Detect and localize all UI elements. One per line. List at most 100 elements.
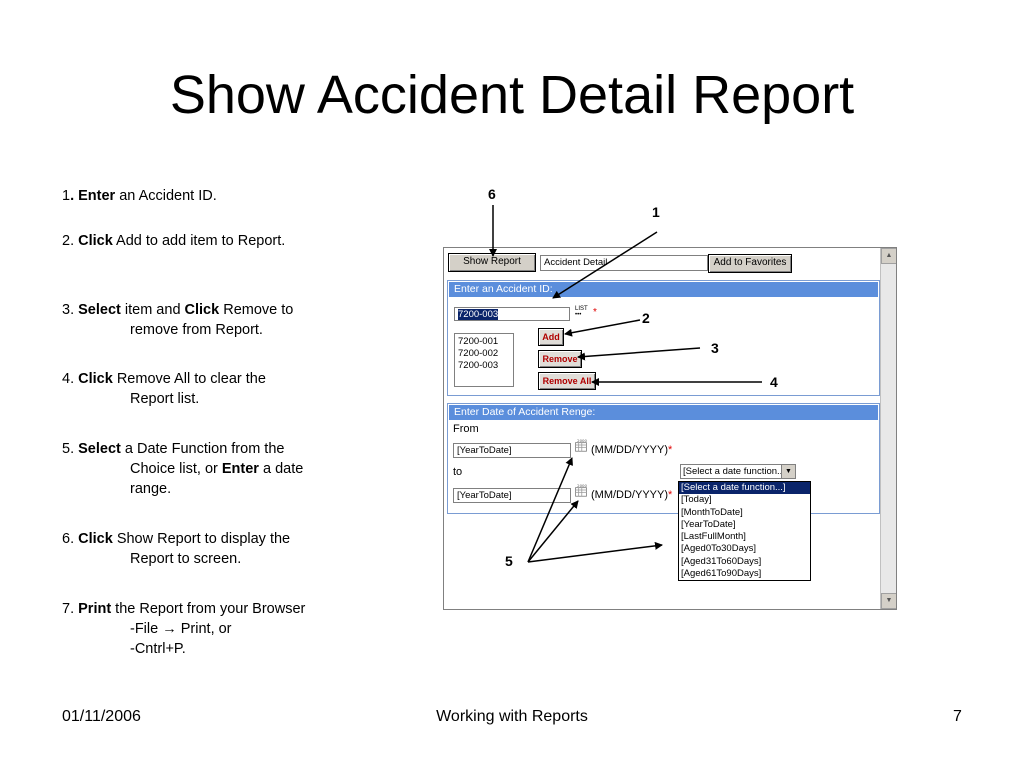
date-format-hint: (MM/DD/YYYY)* [591,489,672,501]
step-3: 3. Select item and Click Remove to remov… [62,300,362,340]
callout-1: 1 [652,204,660,220]
callout-2: 2 [642,310,650,326]
step-action: Click [184,302,220,318]
date-range-section: Enter Date of Accident Renge: From [Year… [447,403,880,514]
arrow-5a [527,457,573,563]
to-date-input[interactable]: [YearToDate] [453,488,571,503]
step-action: Select [78,302,121,318]
step-number: 5. [62,441,79,457]
step-text: Show Report to display the [112,531,291,547]
option-item[interactable]: [Aged0To30Days] [681,543,756,555]
option-item[interactable]: [Today] [681,494,712,506]
required-mark: * [668,444,673,456]
option-item[interactable]: [Aged61To90Days] [681,568,762,580]
chevron-down-icon[interactable]: ▼ [781,465,795,478]
report-name-field[interactable]: Accident Detail [540,255,708,271]
callout-6: 6 [488,186,496,202]
arrow-5c [527,541,663,563]
scroll-up-icon[interactable]: ▲ [881,248,896,264]
callout-3: 3 [711,340,719,356]
step-continuation: -Cntrl+P. [130,641,186,657]
date-format-text: (MM/DD/YYYY) [591,489,668,501]
report-items-list[interactable]: 7200-001 7200-002 7200-003 [454,333,514,387]
step-action: Click [78,233,113,249]
accident-id-input[interactable]: 7200-003 [454,307,570,321]
list-icon[interactable]: LIST••• [575,306,588,318]
step-continuation: remove from Report. [130,322,263,338]
scroll-down-icon[interactable]: ▼ [881,593,896,609]
step-text: Choice list, or [130,461,222,477]
step-text: item and [120,302,185,318]
arrow-3 [577,347,701,361]
arrow-5b [527,500,579,563]
step-continuation: Choice list, or Enter a date [62,459,362,479]
step-number: 3. [62,302,79,318]
step-2: 2. Click Add to add item to Report. [62,231,362,251]
step-text: Remove to [219,302,294,318]
step-action: Click [78,371,113,387]
vertical-scrollbar[interactable]: ▲ ▼ [880,248,896,609]
remove-button[interactable]: Remove [538,350,582,368]
footer-date: 01/11/2006 [62,708,141,725]
report-toolbar: Show Report Accident Detail Add to Favor… [444,248,879,278]
option-item[interactable]: [LastFullMonth] [681,531,746,543]
step-number: 7. [62,601,79,617]
step-number: 4. [62,371,79,387]
required-mark: * [593,307,597,318]
accident-id-section: Enter an Accident ID: 7200-003 LIST••• *… [447,280,880,396]
option-item[interactable]: [YearToDate] [681,518,736,530]
from-label: From [453,423,479,435]
add-to-favorites-button[interactable]: Add to Favorites [708,254,792,273]
step-number: 6. [62,531,79,547]
step-4: 4. Click Remove All to clear the Report … [62,369,362,409]
step-continuation: Report list. [130,391,200,407]
step-5: 5. Select a Date Function from the Choic… [62,439,362,499]
report-screenshot: Show Report Accident Detail Add to Favor… [443,247,897,610]
date-function-options[interactable]: [Select a date function...] [Today] [Mon… [678,481,811,581]
date-format-hint: (MM/DD/YYYY)* [591,444,672,456]
footer-title: Working with Reports [436,708,588,725]
step-continuation: range. [130,481,172,497]
calendar-year: 2000 [577,438,587,443]
slide-title: Show Accident Detail Report [169,65,855,125]
step-1: 1. Enter an Accident ID. [62,186,362,206]
list-item[interactable]: 7200-002 [458,348,499,359]
calendar-icon[interactable]: 2000 [573,438,589,452]
step-text: an Accident ID. [115,188,217,204]
step-action: Enter [221,461,259,477]
step-text: Add to add item to Report. [112,233,286,249]
step-number: 1 [62,188,71,204]
date-function-select[interactable]: [Select a date function...]▼ [680,464,796,479]
option-item[interactable]: [Aged31To60Days] [681,555,762,567]
step-text: a date [258,461,304,477]
page-number: 7 [953,708,962,725]
arrow-2 [564,319,641,337]
step-7: 7. Print the Report from your Browser -F… [62,599,362,659]
step-text: Remove All to clear the [112,371,266,387]
to-label: to [453,466,463,478]
date-format-text: (MM/DD/YYYY) [591,444,668,456]
step-text: the Report from your Browser [111,601,306,617]
arrow-1 [552,231,658,299]
step-action: . Enter [70,188,116,204]
list-item[interactable]: 7200-001 [458,336,499,347]
calendar-icon[interactable]: 2000 [573,483,589,497]
section-header: Enter Date of Accident Renge: [449,405,878,420]
option-item[interactable]: [Select a date function...] [679,482,810,495]
step-number: 2. [62,233,79,249]
step-text: a Date Function from the [120,441,285,457]
option-item[interactable]: [MonthToDate] [681,506,743,518]
calendar-year: 2000 [577,483,587,488]
list-item[interactable]: 7200-003 [458,360,499,371]
from-date-input[interactable]: [YearToDate] [453,443,571,458]
step-continuation: Report to screen. [130,551,242,567]
required-mark: * [668,489,673,501]
step-action: Click [78,531,113,547]
step-action: Select [78,441,121,457]
add-button[interactable]: Add [538,328,564,346]
list-icon-label: LIST [575,306,588,312]
step-action: Print [78,601,112,617]
callout-4: 4 [770,374,778,390]
date-function-value: [Select a date function...] [683,466,788,477]
